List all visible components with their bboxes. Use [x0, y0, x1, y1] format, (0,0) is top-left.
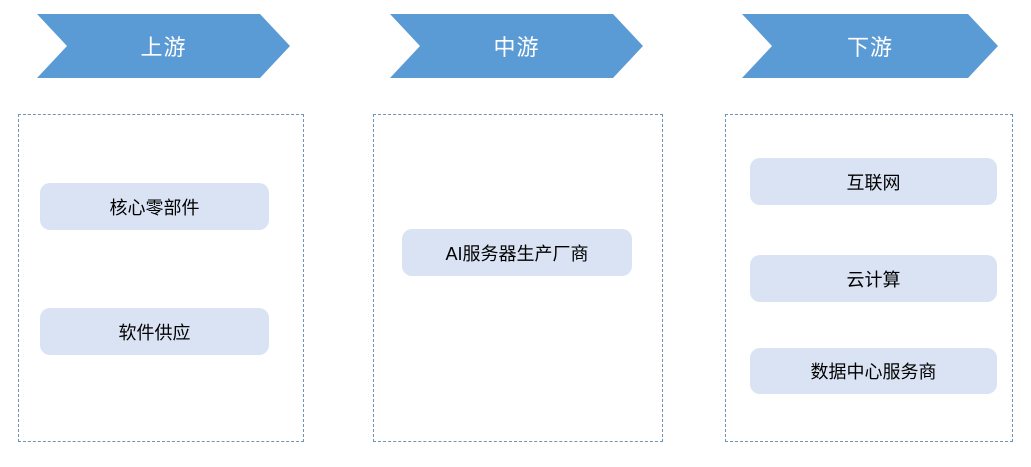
item-core-components: 核心零部件: [40, 183, 269, 230]
stage-header-midstream: 中游: [390, 14, 643, 78]
item-data-center-provider: 数据中心服务商: [750, 348, 997, 394]
item-cloud-computing: 云计算: [750, 255, 997, 302]
item-ai-server-manufacturer: AI服务器生产厂商: [402, 229, 632, 276]
stage-header-midstream-label: 中游: [493, 35, 540, 60]
midstream-group-container: [373, 114, 663, 442]
item-internet: 互联网: [750, 158, 997, 205]
upstream-group-container: [18, 114, 304, 442]
item-software-supply: 软件供应: [40, 308, 269, 355]
stage-header-upstream-label: 上游: [140, 35, 187, 60]
stage-header-downstream: 下游: [742, 14, 998, 78]
downstream-group-container: [725, 114, 1013, 442]
stage-header-downstream-label: 下游: [846, 35, 893, 60]
stage-header-upstream: 上游: [37, 14, 290, 78]
